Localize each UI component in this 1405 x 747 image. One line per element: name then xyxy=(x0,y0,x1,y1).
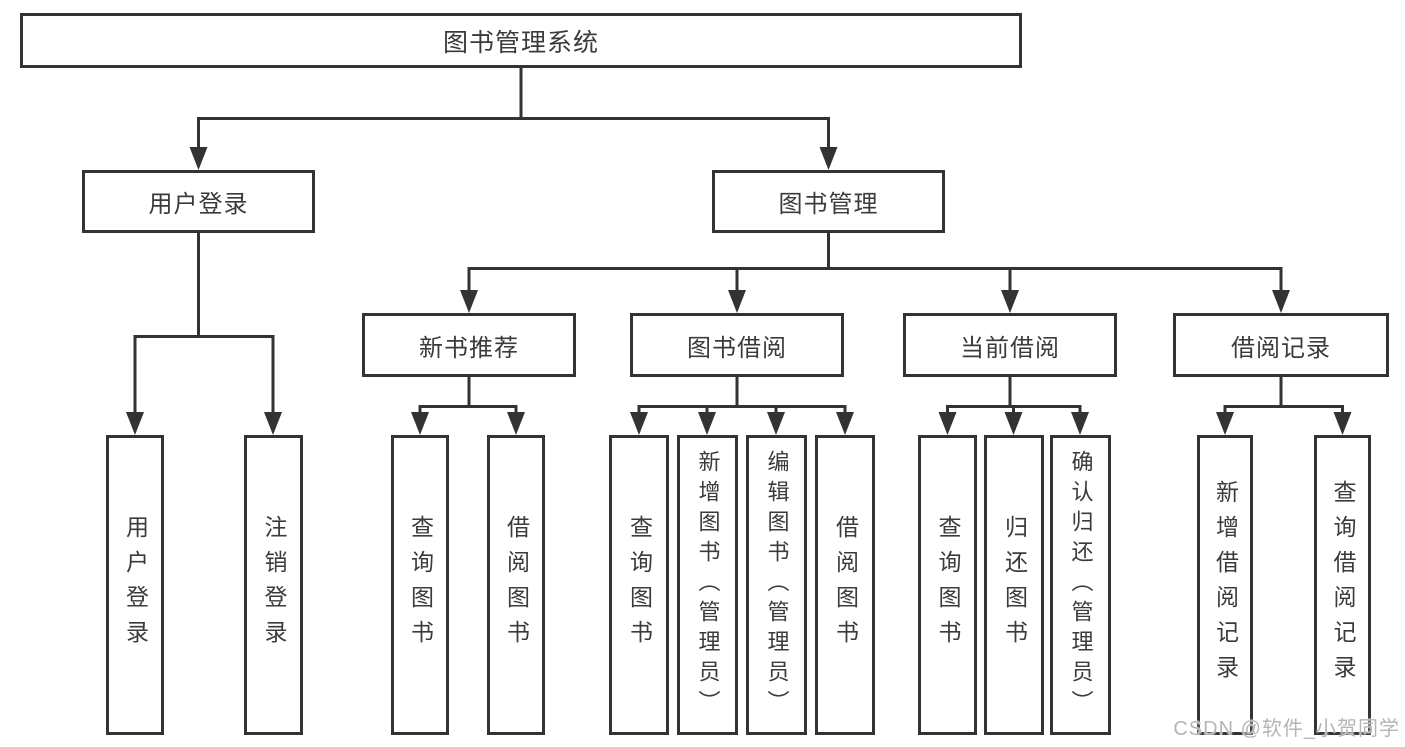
leaf-query-books-borrow-label: 查询图书 xyxy=(626,515,653,655)
leaf-return-book: 归还图书 xyxy=(984,435,1044,735)
node-book-borrow-label: 图书借阅 xyxy=(687,334,787,362)
node-current-borrow: 当前借阅 xyxy=(903,313,1117,377)
node-current-borrow-label: 当前借阅 xyxy=(960,334,1060,362)
leaf-query-borrow-record: 查询借阅记录 xyxy=(1314,435,1371,735)
node-new-book-recommend: 新书推荐 xyxy=(362,313,576,377)
connector-current-borrow-to-leaves xyxy=(938,377,1089,435)
leaf-borrow-books-recommend-label: 借阅图书 xyxy=(503,515,530,655)
leaf-add-book-admin-label: 新增图书（管理员） xyxy=(695,450,721,720)
node-book-management: 图书管理 xyxy=(712,170,945,233)
node-user-login: 用户登录 xyxy=(82,170,315,233)
leaf-query-books-borrow: 查询图书 xyxy=(609,435,669,735)
leaf-add-borrow-record-label: 新增借阅记录 xyxy=(1212,480,1239,690)
node-borrow-records-label: 借阅记录 xyxy=(1231,334,1331,362)
node-library-system: 图书管理系统 xyxy=(20,13,1022,68)
connector-borrow-records-to-leaves xyxy=(1216,377,1352,435)
leaf-edit-book-admin-label: 编辑图书（管理员） xyxy=(764,450,790,720)
leaf-logout-label: 注销登录 xyxy=(261,515,287,655)
leaf-user-login: 用户登录 xyxy=(106,435,164,735)
leaf-query-borrow-record-label: 查询借阅记录 xyxy=(1330,480,1356,690)
leaf-query-books-current: 查询图书 xyxy=(918,435,977,735)
leaf-user-login-label: 用户登录 xyxy=(122,515,149,655)
leaf-query-books-current-label: 查询图书 xyxy=(935,515,961,655)
node-library-system-label: 图书管理系统 xyxy=(442,28,599,57)
node-book-borrow: 图书借阅 xyxy=(630,313,844,377)
node-new-book-recommend-label: 新书推荐 xyxy=(419,334,519,362)
watermark: CSDN @软件_小贺同学 xyxy=(1173,718,1400,740)
leaf-add-borrow-record: 新增借阅记录 xyxy=(1197,435,1253,735)
node-book-management-label: 图书管理 xyxy=(778,191,879,218)
leaf-query-books-recommend: 查询图书 xyxy=(391,435,449,735)
connector-new-book-recommend-to-leaves xyxy=(411,377,525,435)
connector-root-to-level1 xyxy=(189,68,838,170)
leaf-edit-book-admin: 编辑图书（管理员） xyxy=(746,435,807,735)
connector-book-management-to-level2 xyxy=(460,233,1290,313)
leaf-borrow-books-recommend: 借阅图书 xyxy=(487,435,545,735)
connector-book-borrow-to-leaves xyxy=(630,377,854,435)
leaf-confirm-return-admin-label: 确认归还（管理员） xyxy=(1068,450,1094,720)
leaf-confirm-return-admin: 确认归还（管理员） xyxy=(1050,435,1111,735)
connector-user-login-to-leaves xyxy=(126,233,282,435)
leaf-query-books-recommend-label: 查询图书 xyxy=(407,515,434,655)
leaf-logout: 注销登录 xyxy=(244,435,303,735)
leaf-borrow-books-label: 借阅图书 xyxy=(832,515,859,655)
leaf-borrow-books: 借阅图书 xyxy=(815,435,875,735)
leaf-return-book-label: 归还图书 xyxy=(1001,515,1028,655)
node-borrow-records: 借阅记录 xyxy=(1173,313,1389,377)
leaf-add-book-admin: 新增图书（管理员） xyxy=(677,435,738,735)
node-user-login-label: 用户登录 xyxy=(148,191,249,218)
